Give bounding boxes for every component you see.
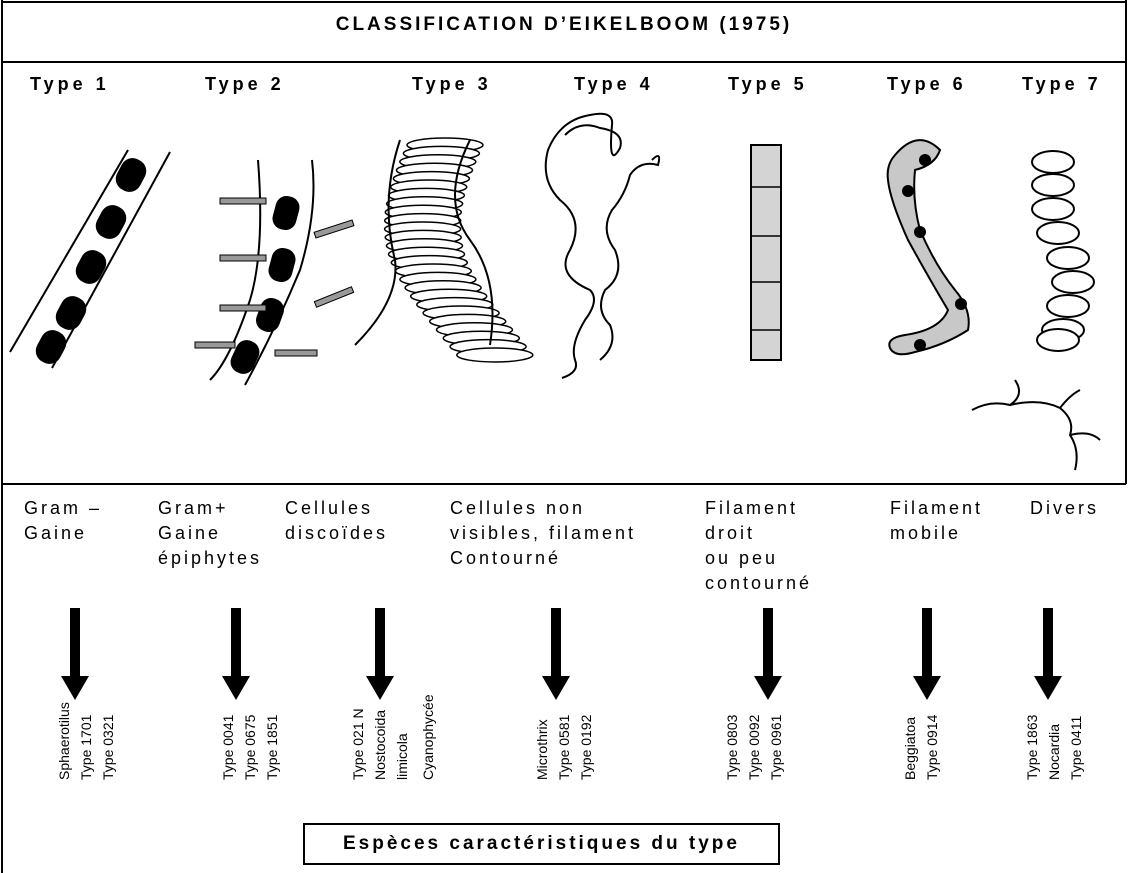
type1-illustration (10, 150, 170, 368)
type5-illustration (751, 145, 781, 360)
type3-illustration (355, 138, 533, 362)
species-name: Type 0411 (1068, 660, 1084, 780)
type-label-3: Type 3 (412, 74, 492, 95)
type-label-2: Type 2 (205, 74, 285, 95)
type-label-4: Type 4 (574, 74, 654, 95)
species-name: Type 1701 (78, 660, 94, 780)
species-name: Type 0321 (100, 660, 116, 780)
type-desc-6: Filament mobile (890, 496, 983, 546)
type-label-6: Type 6 (887, 74, 967, 95)
type-desc-4: Cellules non visibles, filament Contourn… (450, 496, 636, 571)
type-desc-1: Gram – Gaine (24, 496, 102, 546)
type-label-5: Type 5 (728, 74, 808, 95)
species-name: Type 0675 (242, 660, 258, 780)
diagram-title: CLASSIFICATION D’EIKELBOOM (1975) (0, 14, 1128, 36)
species-name: Type 1851 (264, 660, 280, 780)
species-name: Type 0581 (556, 660, 572, 780)
species-caption: Espèces caractéristiques du type (303, 823, 780, 865)
type-desc-2: Gram+ Gaine épiphytes (158, 496, 262, 571)
species-name: Type 0041 (220, 660, 236, 780)
species-name: Nostocoida (372, 660, 388, 780)
species-name: Type 0961 (768, 660, 784, 780)
type4-illustration (546, 114, 659, 378)
type-desc-3: Cellules discoïdes (285, 496, 388, 546)
species-name: limicola (394, 660, 410, 780)
species-name: Cyanophycée (420, 660, 436, 780)
species-name: Beggiatoa (902, 660, 918, 780)
species-name: Type 0192 (578, 660, 594, 780)
type7-illustration (972, 151, 1100, 470)
species-name: Nocardia (1046, 660, 1062, 780)
type-desc-5: Filament droit ou peu contourné (705, 496, 812, 596)
species-name: Type 1863 (1024, 660, 1040, 780)
species-name: Type 0914 (924, 660, 940, 780)
type-label-1: Type 1 (30, 74, 110, 95)
type-label-7: Type 7 (1022, 74, 1102, 95)
species-name: Type 0092 (746, 660, 762, 780)
species-name: Sphaerotilus (56, 660, 72, 780)
species-name: Type 021 N (350, 660, 366, 780)
type6-illustration (888, 140, 969, 354)
species-name: Type 0803 (724, 660, 740, 780)
species-name: Microthrix (534, 660, 550, 780)
type2-illustration (195, 160, 354, 385)
type-desc-7: Divers (1030, 496, 1099, 521)
